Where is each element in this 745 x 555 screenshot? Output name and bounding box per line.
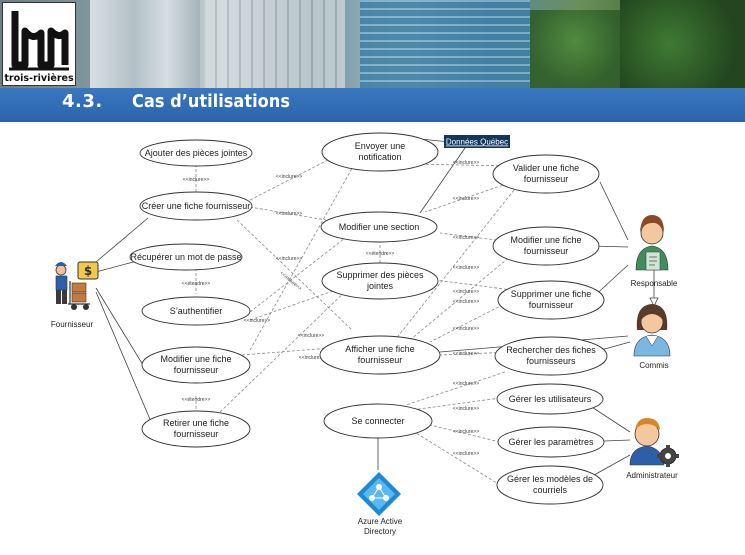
rel-label: <<inclure>> — [183, 177, 209, 183]
rel-label: <<inclure>> — [453, 289, 479, 295]
rel-label: <<inclure>> — [453, 381, 479, 387]
svg-text:Valider une fiche: Valider une fiche — [513, 163, 579, 173]
svg-text:fournisseur: fournisseur — [358, 355, 403, 365]
rel-label: <<inclure>> — [453, 299, 479, 305]
uc-afficher-fiche[interactable]: Afficher une fiche fournisseur — [319, 335, 441, 375]
svg-text:Ajouter des pièces jointes: Ajouter des pièces jointes — [145, 148, 248, 158]
actor-administrateur-icon[interactable] — [629, 418, 679, 467]
section-number: 4.3. — [62, 91, 103, 112]
uc-authentifier[interactable]: S’authentifier — [141, 296, 251, 326]
uc-gerer-utilisateurs[interactable]: Gérer les utilisateurs — [496, 383, 604, 415]
rel-label: <<inclure>> — [244, 318, 270, 324]
svg-text:Envoyer une: Envoyer une — [355, 141, 406, 151]
section-bar: 4.3. Cas d’utilisations — [0, 88, 745, 122]
banner-photo — [90, 0, 200, 88]
rel-label: <<inclure>> — [298, 333, 324, 339]
city-logo[interactable]: trois-rivières — [2, 2, 76, 86]
uc-supprimer-fiche[interactable]: Supprimer une fiche fournisseur — [497, 280, 605, 320]
svg-text:Gérer les paramètres: Gérer les paramètres — [508, 437, 594, 447]
rel-label: <<étendre>> — [182, 281, 211, 287]
actor-commis-icon[interactable] — [633, 304, 671, 357]
uc-creer-fiche[interactable]: Créer une fiche fournisseur — [139, 191, 253, 221]
svg-text:Récupérer un mot de passe: Récupérer un mot de passe — [130, 252, 241, 262]
uc-valider-fiche[interactable]: Valider une fiche fournisseur — [492, 154, 600, 194]
section-title: Cas d’utilisations — [132, 91, 290, 112]
uc-supprimer-pieces-jointes[interactable]: Supprimer des pièces jointes — [321, 262, 439, 300]
logo-text: trois-rivières — [4, 73, 74, 84]
rel-label: <<inclure>> — [453, 235, 479, 241]
header-banner: trois-rivières — [0, 0, 745, 88]
actor-fournisseur-icon[interactable]: $ — [55, 261, 99, 310]
uc-retirer-fiche[interactable]: Retirer une fiche fournisseur — [141, 410, 251, 448]
svg-text:Supprimer des pièces: Supprimer des pièces — [336, 270, 424, 280]
rel-label: <<inclure>> — [453, 160, 479, 166]
rel-label: <<inclure>> — [453, 196, 479, 202]
donnees-quebec-label: Données Québec — [446, 138, 508, 147]
rel-label: <<inclure>> — [453, 451, 479, 457]
azure-label-line1: Azure Active — [358, 517, 403, 526]
actor-responsable-icon[interactable] — [635, 215, 669, 271]
svg-text:fournisseur: fournisseur — [174, 365, 219, 375]
azure-label-line2: Directory — [364, 527, 396, 536]
actor-responsable-label: Responsable — [631, 279, 678, 288]
azure-ad-icon — [357, 472, 401, 516]
svg-text:fournisseurs: fournisseurs — [526, 356, 576, 366]
svg-text:jointes: jointes — [366, 281, 394, 291]
svg-text:Modifier une fiche: Modifier une fiche — [510, 235, 581, 245]
svg-text:Rechercher des fiches: Rechercher des fiches — [506, 345, 596, 355]
uc-se-connecter[interactable]: Se connecter — [323, 403, 433, 439]
svg-text:fournisseur: fournisseur — [529, 300, 574, 310]
svg-text:$: $ — [84, 264, 92, 278]
svg-text:Supprimer une fiche: Supprimer une fiche — [511, 289, 592, 299]
actor-fournisseur-label: Fournisseur — [51, 320, 94, 329]
svg-text:Se connecter: Se connecter — [351, 416, 404, 426]
rel-label: <<inclure>> — [453, 406, 479, 412]
use-case-diagram: <<inclure>> <<inclure>> <<inclure>> <<ét… — [51, 132, 679, 536]
rel-label: <<inclure>> — [276, 211, 302, 217]
relations — [195, 159, 515, 486]
uc-rechercher-fiches[interactable]: Rechercher des fiches fournisseurs — [494, 336, 608, 376]
svg-text:S’authentifier: S’authentifier — [170, 306, 223, 316]
svg-text:fournisseur: fournisseur — [524, 174, 569, 184]
uc-modifier-section[interactable]: Modifier une section — [320, 211, 438, 243]
uc-ajouter-pieces-jointes[interactable]: Ajouter des pièces jointes — [139, 139, 253, 167]
rel-label: <<étendre>> — [366, 251, 395, 257]
uc-recuperer-mot-de-passe[interactable]: Récupérer un mot de passe — [129, 243, 243, 271]
rel-label: <<inclure>> — [453, 351, 479, 357]
svg-text:fournisseur: fournisseur — [174, 429, 219, 439]
svg-text:fournisseur: fournisseur — [524, 246, 569, 256]
svg-text:notification: notification — [358, 152, 401, 162]
rel-label: <<inclure>> — [299, 355, 325, 361]
rel-label: <<inclure>> — [276, 174, 302, 180]
svg-text:Modifier une fiche: Modifier une fiche — [160, 354, 231, 364]
rel-label: <<inclure>> — [453, 429, 479, 435]
actor-administrateur-label: Administrateur — [626, 471, 678, 480]
rel-label: <<inclure>> — [453, 265, 479, 271]
svg-text:Gérer les modèles de: Gérer les modèles de — [507, 474, 593, 484]
svg-text:Modifier une section: Modifier une section — [339, 222, 420, 232]
uc-gerer-parametres[interactable]: Gérer les paramètres — [497, 426, 605, 458]
rel-label: <<inclure>> — [453, 326, 479, 332]
svg-text:Afficher une fiche: Afficher une fiche — [345, 344, 414, 354]
rel-label: <<étendre>> — [182, 397, 211, 403]
uc-modifier-fiche-responsable[interactable]: Modifier une fiche fournisseur — [492, 226, 600, 266]
logo-mark-icon — [9, 11, 69, 71]
rel-label: <<inclure>> — [276, 256, 302, 262]
uc-modifier-fiche-fournisseur[interactable]: Modifier une fiche fournisseur — [141, 346, 251, 384]
svg-text:Retirer une fiche: Retirer une fiche — [163, 418, 229, 428]
svg-text:Gérer les utilisateurs: Gérer les utilisateurs — [509, 394, 592, 404]
uc-gerer-modeles-courriels[interactable]: Gérer les modèles de courriels — [496, 465, 604, 505]
actor-commis-label: Commis — [639, 361, 668, 370]
svg-text:courriels: courriels — [533, 485, 568, 495]
svg-text:Créer une fiche fournisseur: Créer une fiche fournisseur — [142, 201, 251, 211]
donnees-quebec-badge: Données Québec — [444, 135, 510, 148]
uc-envoyer-notification[interactable]: Envoyer une notification — [321, 132, 439, 172]
